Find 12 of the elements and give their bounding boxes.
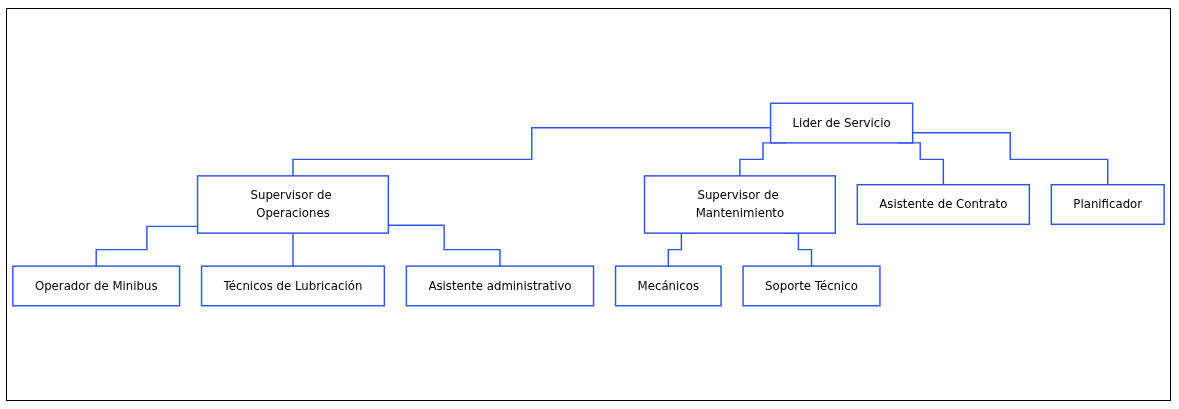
node-box xyxy=(12,265,181,307)
node-box xyxy=(196,175,390,234)
node-box xyxy=(856,183,1031,226)
node-box xyxy=(200,265,386,307)
node-box xyxy=(614,265,722,307)
node-box xyxy=(643,175,837,234)
connector xyxy=(292,232,294,267)
page-frame: Lider de Servicio Supervisor de Operaciones Supervisor de Mantenimiento Asistente de Contrato Planificador Operador de Minibus Técnicos de Lubricación Asistente administrativo Mecánicos Soporte Técnico xyxy=(6,8,1171,401)
node-box xyxy=(405,265,595,307)
node-box xyxy=(742,265,881,307)
node-box xyxy=(1050,183,1165,226)
node-box xyxy=(769,102,914,144)
